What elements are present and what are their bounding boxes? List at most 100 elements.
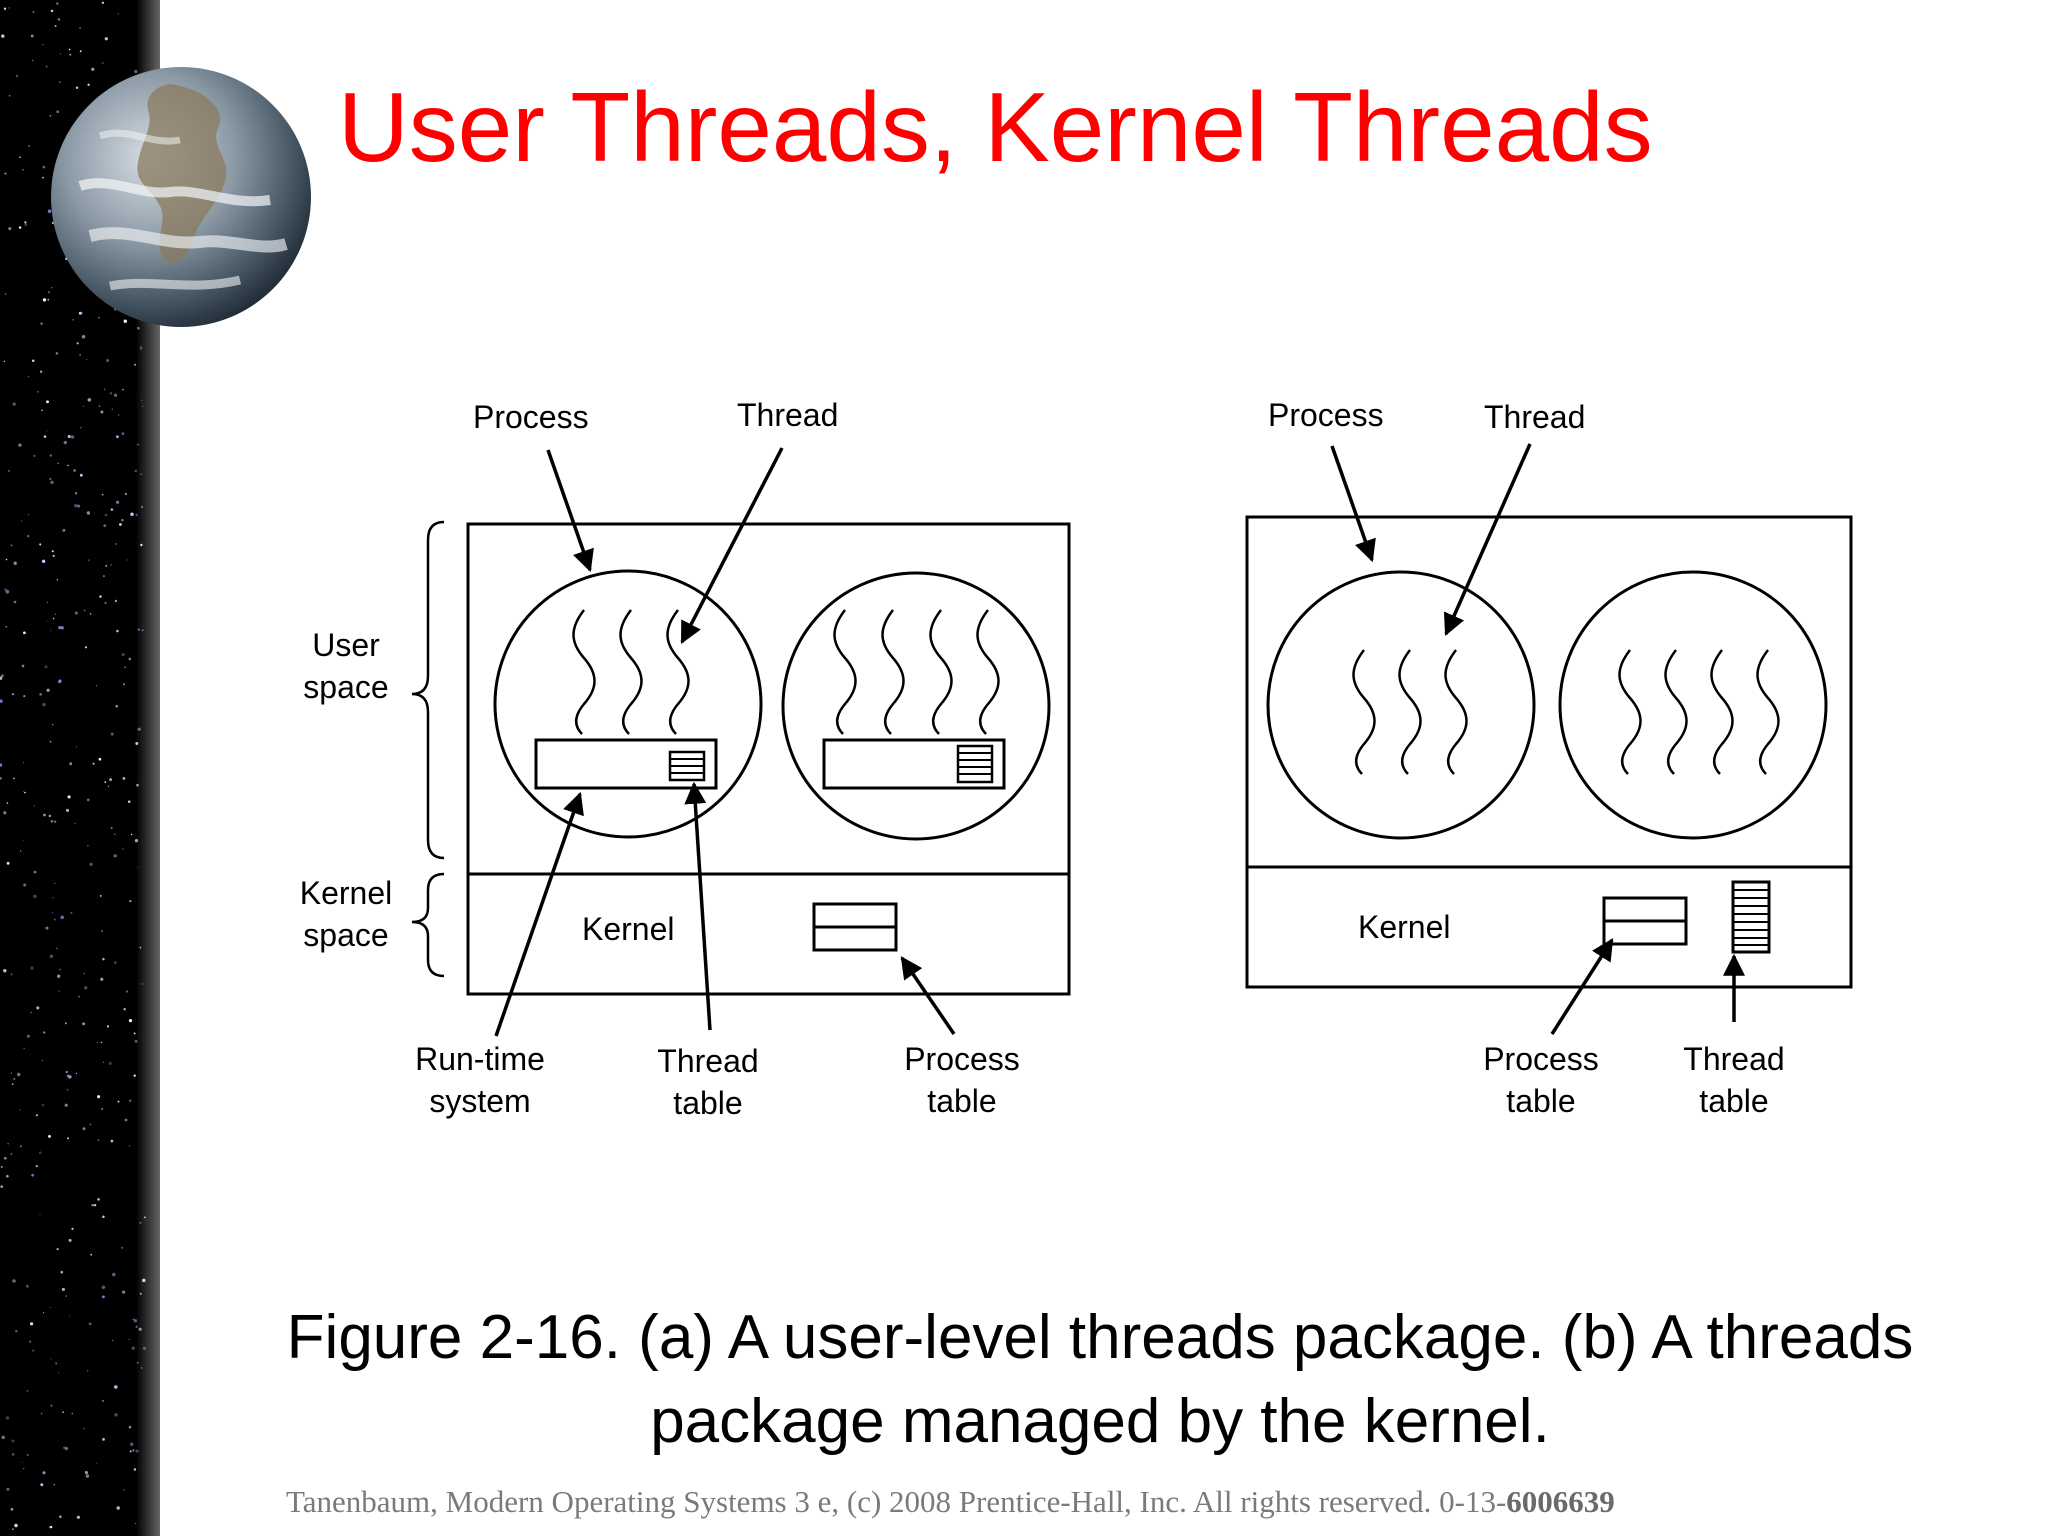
star [49, 477, 52, 481]
star [141, 405, 144, 408]
a-threads-1 [572, 609, 690, 735]
star [64, 1022, 67, 1025]
star [5, 590, 10, 594]
star [13, 561, 17, 565]
star [86, 358, 88, 360]
star [124, 1118, 128, 1122]
star [114, 1413, 118, 1417]
star [21, 520, 23, 522]
star [49, 454, 52, 457]
star [135, 1522, 137, 1525]
star [36, 1006, 40, 1010]
star [46, 601, 48, 604]
star [51, 550, 54, 553]
star [60, 53, 62, 55]
star [123, 1008, 126, 1011]
star [139, 1221, 142, 1224]
star [58, 679, 62, 683]
star [68, 48, 71, 51]
star [39, 543, 42, 546]
star [11, 1453, 15, 1456]
star [62, 1411, 64, 1414]
star [12, 1528, 14, 1530]
star [10, 544, 13, 547]
star [79, 26, 81, 29]
star [95, 685, 98, 687]
star [45, 65, 48, 68]
star [142, 1278, 146, 1283]
footer-text: Tanenbaum, Modern Operating Systems 3 e,… [286, 1484, 1507, 1519]
star [43, 1031, 46, 1034]
star [76, 342, 79, 345]
star [114, 1385, 118, 1389]
star [117, 1100, 120, 1103]
star [47, 291, 51, 294]
star [7, 1143, 9, 1145]
star [67, 1137, 69, 1140]
star [88, 1322, 92, 1326]
star [24, 223, 28, 227]
star [41, 409, 43, 412]
star [122, 848, 124, 850]
b-process-table [1602, 896, 1688, 946]
star [136, 1361, 139, 1364]
star [131, 1346, 135, 1351]
a-process-circle-1 [493, 569, 763, 839]
star [65, 808, 70, 812]
b-thread-table-label-2: table [1699, 1083, 1768, 1119]
star [130, 512, 134, 517]
figure-caption-line-1: Figure 2-16. (a) A user-level threads pa… [286, 1303, 1914, 1372]
star [24, 221, 27, 224]
star [83, 609, 86, 612]
b-process-arrow [1330, 445, 1376, 563]
star [48, 814, 52, 818]
a-user-space-label-2: space [303, 669, 388, 705]
a-kernel-space-brace [411, 872, 445, 978]
star [0, 776, 2, 780]
a-threads-2 [833, 609, 1000, 735]
star [4, 172, 7, 175]
star [123, 319, 127, 323]
star [70, 435, 75, 439]
star [134, 839, 139, 843]
star [46, 430, 48, 432]
star [5, 1416, 10, 1420]
b-thread-2-3 [1710, 649, 1734, 775]
star [114, 543, 117, 545]
star [76, 1515, 81, 1519]
star [54, 882, 56, 884]
star [137, 866, 139, 869]
star [141, 1367, 143, 1369]
star [123, 1489, 125, 1491]
star [89, 1123, 92, 1126]
star [3, 1156, 7, 1160]
star [89, 862, 93, 867]
star [24, 791, 26, 794]
a-runtime-label-2: system [429, 1083, 530, 1119]
star [74, 492, 78, 495]
star [82, 1022, 86, 1026]
star [3, 969, 7, 973]
star [50, 1358, 52, 1360]
star [68, 1238, 72, 1242]
a-thread-table-1 [668, 750, 706, 782]
star [21, 664, 25, 668]
star [0, 676, 3, 680]
a-kernel-space-label-1: Kernel [300, 875, 393, 911]
star [63, 440, 67, 445]
star [12, 1279, 16, 1283]
a-runtime-arrow [494, 791, 584, 1037]
star [10, 1152, 13, 1155]
star [30, 34, 34, 38]
star [84, 1471, 88, 1475]
star [56, 947, 58, 949]
star [86, 798, 90, 802]
star [75, 746, 78, 748]
star [41, 1059, 44, 1062]
star [53, 1484, 56, 1486]
star [104, 37, 108, 41]
star [11, 1083, 14, 1086]
b-process-circle-2 [1558, 570, 1828, 840]
a-thread-arrow [680, 447, 784, 644]
star [135, 513, 139, 517]
